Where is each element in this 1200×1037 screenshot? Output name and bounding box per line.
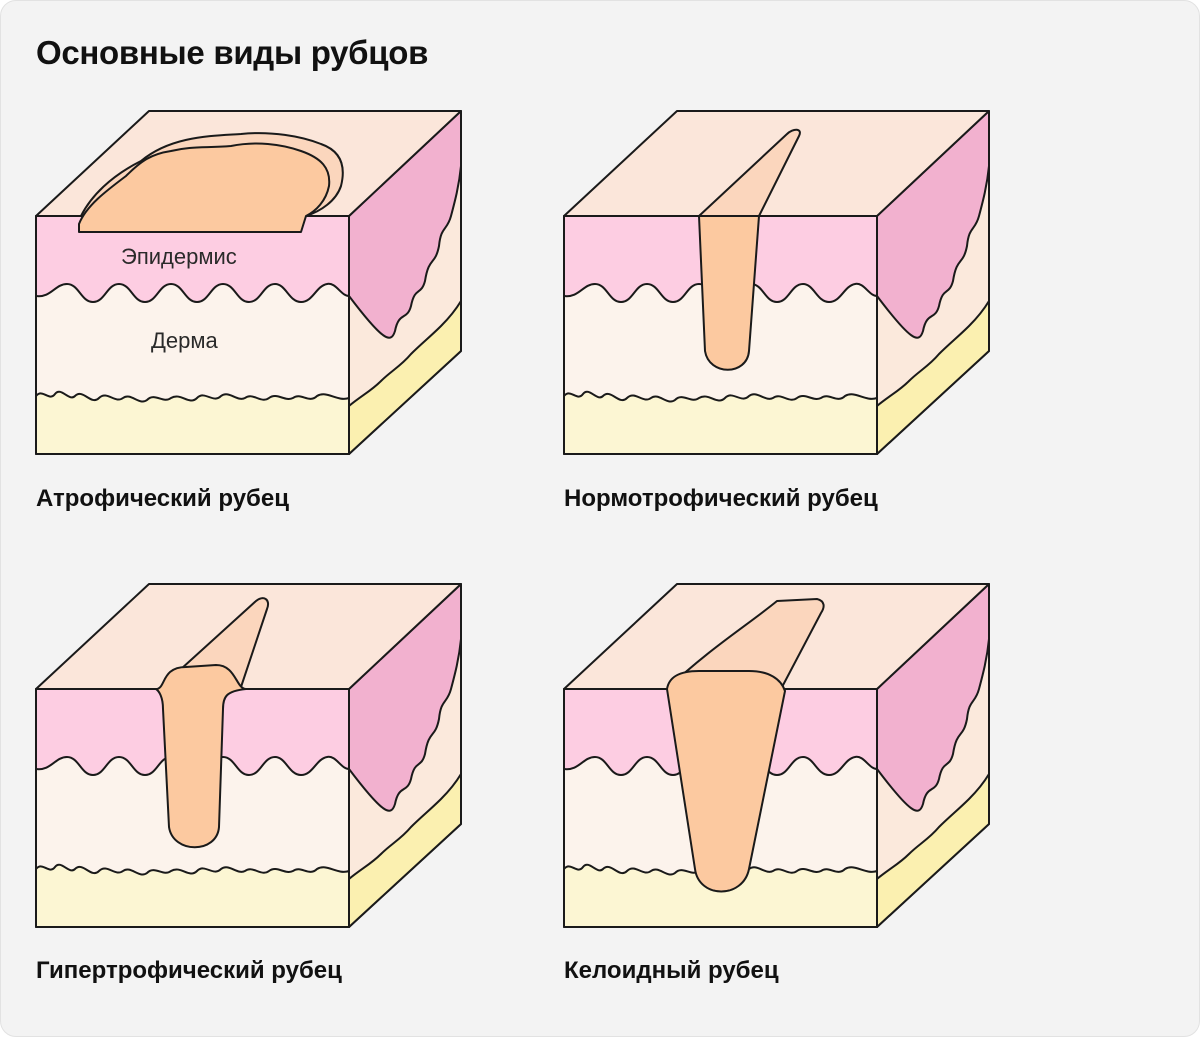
atrophic-scar-diagram: Эпидермис Дерма xyxy=(31,106,471,466)
scar-body xyxy=(666,670,786,893)
dermis-label: Дерма xyxy=(151,328,218,353)
front-fat xyxy=(35,390,350,455)
hypertrophic-scar-diagram xyxy=(31,579,471,939)
keloid-scar-diagram xyxy=(559,579,999,939)
scar-top xyxy=(180,597,269,688)
caption-keloid: Келоидный рубец xyxy=(564,957,779,984)
page-title: Основные виды рубцов xyxy=(36,34,429,71)
side-epidermis-band xyxy=(348,110,462,339)
normotrophic-scar-diagram xyxy=(559,106,999,466)
scar-top xyxy=(698,128,801,217)
scar-body xyxy=(155,664,247,849)
scar-top xyxy=(666,598,825,690)
front-epidermis xyxy=(35,215,350,303)
caption-normotrophic: Нормотрофический рубец xyxy=(564,485,878,512)
side-fat-band xyxy=(348,300,462,455)
caption-hypertrophic: Гипертрофический рубец xyxy=(36,957,342,984)
caption-atrophic: Атрофический рубец xyxy=(36,485,289,512)
scar-body xyxy=(698,215,760,371)
epidermis-label: Эпидермис xyxy=(121,244,237,269)
scar-patch xyxy=(78,142,331,233)
